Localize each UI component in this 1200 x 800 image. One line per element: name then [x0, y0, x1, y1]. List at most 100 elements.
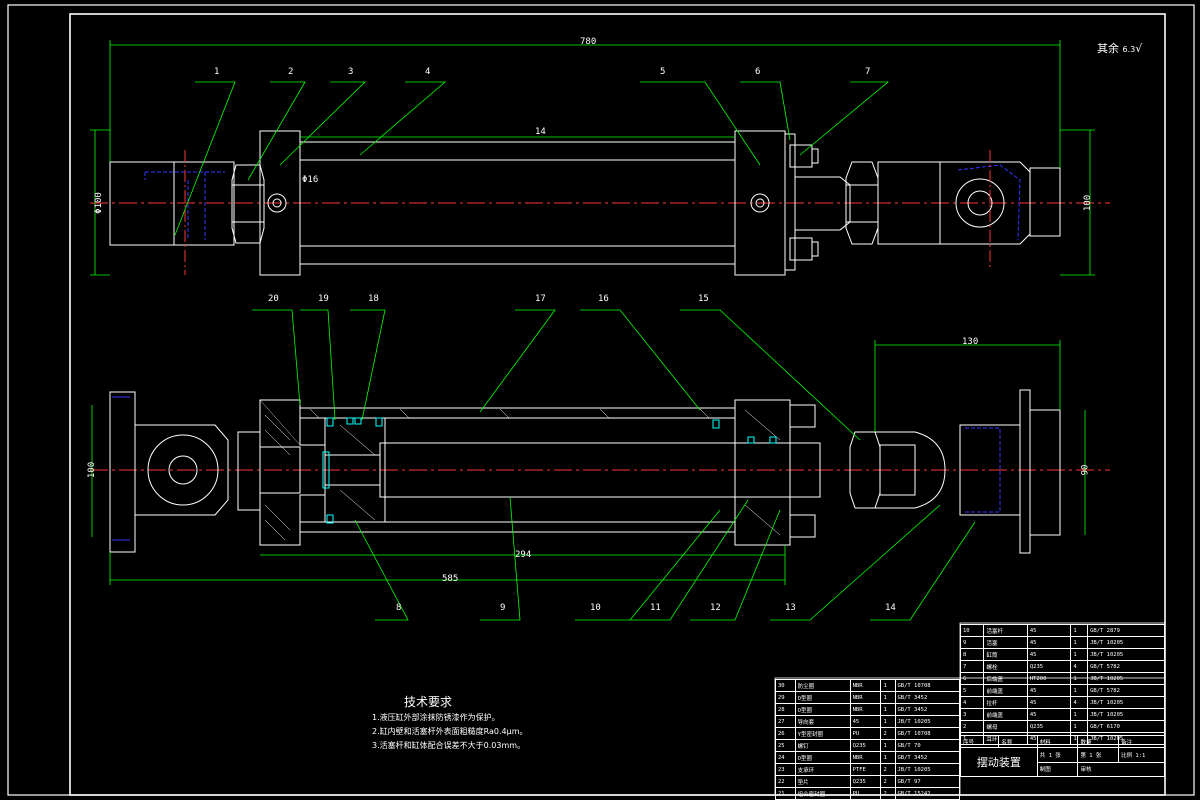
bom-left-cell: PTFE [849, 763, 882, 776]
bom-right-cell: Q235 [1026, 720, 1072, 733]
part-label-10: 10 [590, 603, 601, 613]
bom-left-cell: JB/T 10205 [894, 763, 960, 776]
roughness-value: 6.3 [1122, 45, 1136, 54]
top-view [90, 40, 1110, 276]
tb-scale: 1:1 [1135, 752, 1146, 759]
tb-header-qty: 数量 [1077, 735, 1120, 748]
tb-header-no: 序号 [959, 735, 1000, 748]
tb-header-material: 材料 [1036, 735, 1079, 748]
part-label-5: 5 [660, 67, 666, 77]
bom-right-cell: 缸筒 [983, 648, 1028, 661]
tech-requirements-title: 技术要求 [404, 695, 453, 709]
bom-left-cell: 45 [849, 715, 882, 728]
dim-inner-length: 294 [515, 550, 532, 560]
bom-left-cell: GB/T 10708 [894, 679, 960, 692]
part-label-15: 15 [698, 294, 709, 304]
roughness-check-icon: √ [1135, 42, 1143, 55]
tube-wall-bottom [299, 521, 736, 533]
bom-left-cell: 螺钉 [794, 739, 851, 752]
bom-right-cell: 45 [1026, 636, 1072, 649]
bom-right-cell: HT200 [1026, 672, 1072, 685]
part-label-18: 18 [368, 294, 379, 304]
bom-left-cell: 垫片 [794, 775, 851, 788]
bom-left-cell: GB/T 3452 [894, 703, 960, 716]
bom-right-cell: 1 [1070, 648, 1089, 661]
dim-overall-sec: 585 [442, 574, 459, 584]
bom-left-cell: NBR [849, 703, 882, 716]
bom-left-cell: 28 [775, 703, 796, 716]
dim-left-height-top: Φ100 [93, 192, 104, 214]
bom-left-cell: 导向套 [794, 715, 851, 728]
tb-scale-label: 比例 [1121, 752, 1133, 759]
part-label-9: 9 [500, 603, 506, 613]
bom-right-cell: 活塞杆 [983, 624, 1028, 637]
bom-right-cell: 2 [959, 720, 985, 733]
bom-left-cell: GB/T 3452 [894, 691, 960, 704]
part-label-8: 8 [396, 603, 402, 613]
bom-left-cell: 1 [880, 751, 896, 764]
bom-right-cell: GB/T 5782 [1087, 684, 1165, 697]
tb-drawn: 制图 [1036, 761, 1079, 777]
bom-left-cell: 21 [775, 787, 796, 800]
bom-right-cell: Q235 [1026, 660, 1072, 673]
title-block-table: 序号 名称 材料 数量 备注 摆动装置 共 1 张 第 1 张 比例 1:1 制… [959, 735, 1165, 777]
bom-right-cell: 螺母 [983, 720, 1028, 733]
bom-right-cell: 3 [959, 708, 985, 721]
bom-left-cell: 1 [880, 739, 896, 752]
bom-right-cell: 4 [1070, 696, 1089, 709]
bom-right-cell: JB/T 10205 [1087, 648, 1165, 661]
bom-right-cell: JB/T 10205 [1087, 636, 1165, 649]
section-view [90, 309, 1110, 621]
part-label-2: 2 [288, 67, 294, 77]
bom-right-cell: JB/T 10205 [1087, 708, 1165, 721]
part-label-12: 12 [710, 603, 721, 613]
dim-right-length: 130 [962, 337, 979, 347]
inner-frame [69, 13, 1166, 796]
bom-left-cell: 2 [880, 763, 896, 776]
bom-right-cell: GB/T 2879 [1087, 624, 1165, 637]
bom-left-cell: 组合密封圈 [794, 787, 851, 800]
bom-left-cell: GB/T 97 [894, 775, 960, 788]
part-label-6: 6 [755, 67, 761, 77]
roughness-label: 其余 [1097, 42, 1119, 55]
bom-left-cell: Q235 [849, 739, 882, 752]
bom-left-cell: 29 [775, 691, 796, 704]
bom-left-cell: Q235 [849, 775, 882, 788]
tb-checked: 审核 [1077, 761, 1165, 777]
dim-tube-top: 14 [535, 127, 546, 137]
bom-left-cell: 23 [775, 763, 796, 776]
bom-left-cell: 1 [880, 691, 896, 704]
bom-right-cell: 活塞 [983, 636, 1028, 649]
bom-left-cell: O型圈 [794, 751, 851, 764]
bom-left-cell: GB/T 3452 [894, 751, 960, 764]
dim-right-height-top: 100 [1083, 194, 1094, 212]
bom-left-cell: NBR [849, 691, 882, 704]
dim-right-height-sec: 90 [1080, 464, 1091, 476]
tech-requirement-2: 2.缸内壁和活塞杆外表面粗糙度Ra0.4μm。 [372, 727, 528, 736]
bom-right-cell: JB/T 10205 [1087, 672, 1165, 685]
bom-right-cell: 后端盖 [983, 672, 1028, 685]
bom-left-cell: Y型密封圈 [794, 727, 851, 740]
bom-left-cell: 22 [775, 775, 796, 788]
bom-left-cell: O型圈 [794, 691, 851, 704]
bom-left-cell: 1 [880, 715, 896, 728]
bom-right-cell: 1 [1070, 720, 1089, 733]
rear-head-section [734, 399, 791, 546]
tb-sheet-no: 第 1 张 [1077, 747, 1120, 763]
part-label-19: 19 [318, 294, 329, 304]
bom-right-cell: 1 [1070, 672, 1089, 685]
